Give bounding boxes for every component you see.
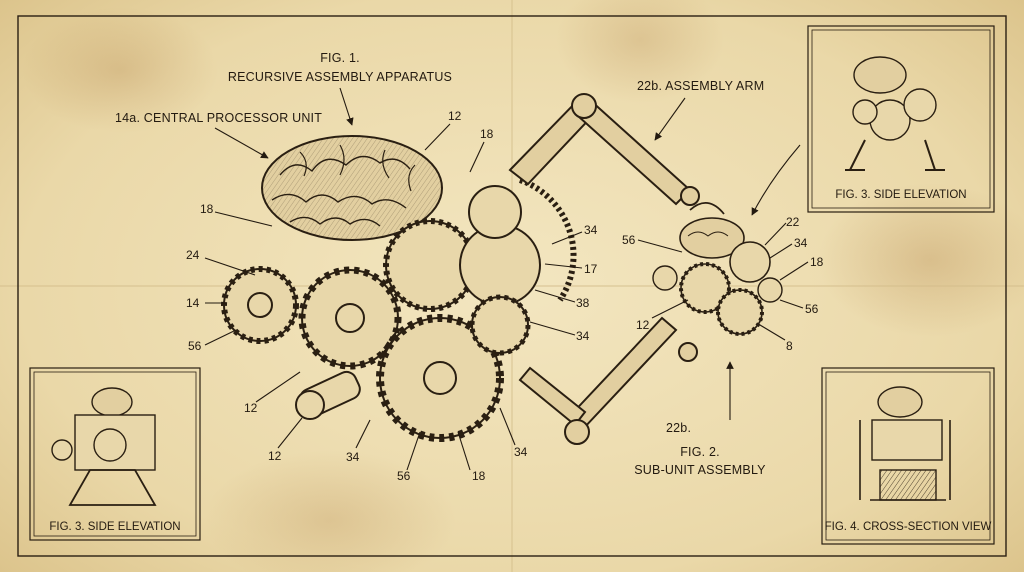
ref-14: 14 bbox=[186, 296, 200, 310]
ref-56-bottom: 56 bbox=[397, 469, 411, 483]
callout-cpu: 14a. CENTRAL PROCESSOR UNIT bbox=[115, 111, 322, 125]
fig1-title: RECURSIVE ASSEMBLY APPARATUS bbox=[228, 70, 452, 84]
sub-ref-56-left: 56 bbox=[622, 233, 636, 247]
inset-bottom-left-caption: FIG. 3. SIDE ELEVATION bbox=[49, 521, 180, 533]
sub-ref-12: 12 bbox=[636, 318, 650, 332]
callout-arm: 22b. ASSEMBLY ARM bbox=[637, 79, 764, 93]
sub-ref-18: 18 bbox=[810, 255, 824, 269]
sub-ref-56-right: 56 bbox=[805, 302, 819, 316]
labels: FIG. 1. RECURSIVE ASSEMBLY APPARATUS 14a… bbox=[49, 51, 991, 533]
ref-34-lower-right: 34 bbox=[514, 445, 528, 459]
sub-ref-22: 22 bbox=[786, 215, 800, 229]
inset-top-right bbox=[807, 25, 995, 213]
ref-17: 17 bbox=[584, 262, 598, 276]
brain-cpu bbox=[261, 135, 443, 241]
sub-ref-34: 34 bbox=[794, 236, 808, 250]
inset-bottom-right-caption: FIG. 4. CROSS-SECTION VIEW bbox=[825, 521, 992, 533]
callout-arm-lower: 22b. bbox=[666, 421, 691, 435]
inset-bottom-left bbox=[29, 367, 201, 541]
ref-34-right: 34 bbox=[576, 329, 590, 343]
leader-lines bbox=[204, 87, 809, 471]
ref-12-top: 12 bbox=[448, 109, 462, 123]
fig2-label: FIG. 2. bbox=[680, 445, 720, 459]
inset-bottom-right bbox=[821, 367, 995, 545]
ref-12-mid: 12 bbox=[244, 401, 258, 415]
fig1-apparatus bbox=[221, 93, 700, 445]
sub-ref-8: 8 bbox=[786, 339, 793, 353]
ref-18-top: 18 bbox=[480, 127, 494, 141]
ref-12-low: 12 bbox=[268, 449, 282, 463]
ref-34-bottom: 34 bbox=[346, 450, 360, 464]
ref-24: 24 bbox=[186, 248, 200, 262]
ref-18-bottom: 18 bbox=[472, 469, 486, 483]
ref-34-mid: 34 bbox=[584, 223, 598, 237]
page-border bbox=[17, 15, 1007, 557]
ref-18-left: 18 bbox=[200, 202, 214, 216]
fig2-title: SUB-UNIT ASSEMBLY bbox=[634, 463, 766, 477]
inset-top-right-caption: FIG. 3. SIDE ELEVATION bbox=[835, 189, 966, 201]
fig2-sub-unit bbox=[652, 202, 783, 336]
assembly-arm bbox=[508, 93, 700, 445]
ref-56-left: 56 bbox=[188, 339, 202, 353]
ref-38: 38 bbox=[576, 296, 590, 310]
fig1-label: FIG. 1. bbox=[320, 51, 360, 65]
gear-train bbox=[221, 177, 577, 442]
